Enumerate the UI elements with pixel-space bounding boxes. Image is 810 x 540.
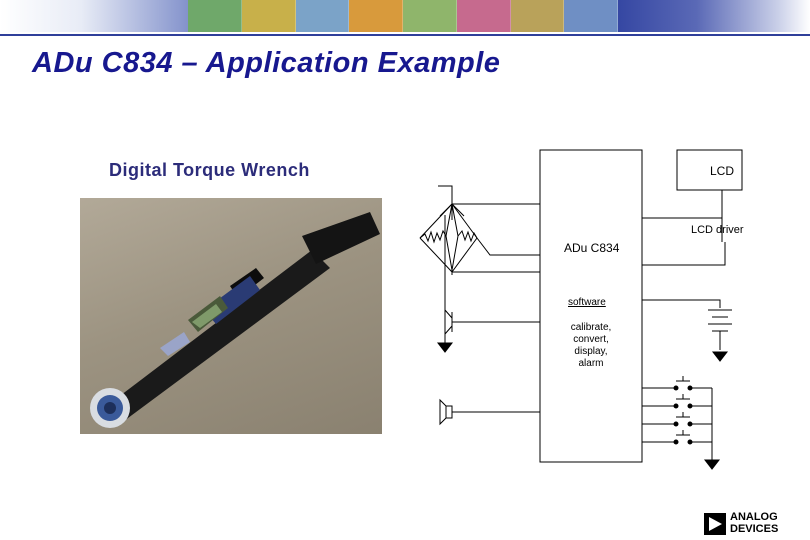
task-display: display, [574,346,608,357]
slide-title: ADu C834 – Application Example [32,47,501,79]
logo-wordmark: ANALOG DEVICES [730,511,778,535]
banner-tile [403,0,457,32]
header-rule [0,34,810,36]
task-convert: convert, [573,334,609,345]
logo-line-1: ANALOG [730,511,778,523]
speaker-icon [439,398,453,426]
logo-line-2: DEVICES [730,523,779,535]
banner-tile [349,0,403,32]
banner-tile [456,0,511,32]
banner-image-strip [188,0,618,32]
software-label: software [568,297,606,308]
banner-tile [241,0,296,32]
header-banner [0,0,810,32]
analog-devices-logo-icon [704,513,726,535]
software-tasks: calibrate, convert, display, alarm [560,322,622,370]
ground-icon [436,342,454,353]
banner-tile [564,0,618,32]
photo-caption: Digital Torque Wrench [109,160,310,180]
lcd-label: LCD [710,164,735,178]
torque-wrench-photo [80,198,382,434]
torque-wrench-illustration [90,212,380,428]
lcd-driver-label: LCD driver [691,224,744,236]
task-calibrate: calibrate, [570,322,612,333]
banner-tile [188,0,242,32]
mcu-box [539,149,643,463]
ground-icon [711,351,729,362]
ground-icon [703,459,721,470]
mcu-label: ADu C834 [564,241,620,255]
lcd-box [676,149,743,191]
task-alarm: alarm [578,358,604,369]
banner-tile [510,0,565,32]
banner-tile [295,0,350,32]
analog-devices-logo: ANALOG DEVICES [704,511,794,537]
